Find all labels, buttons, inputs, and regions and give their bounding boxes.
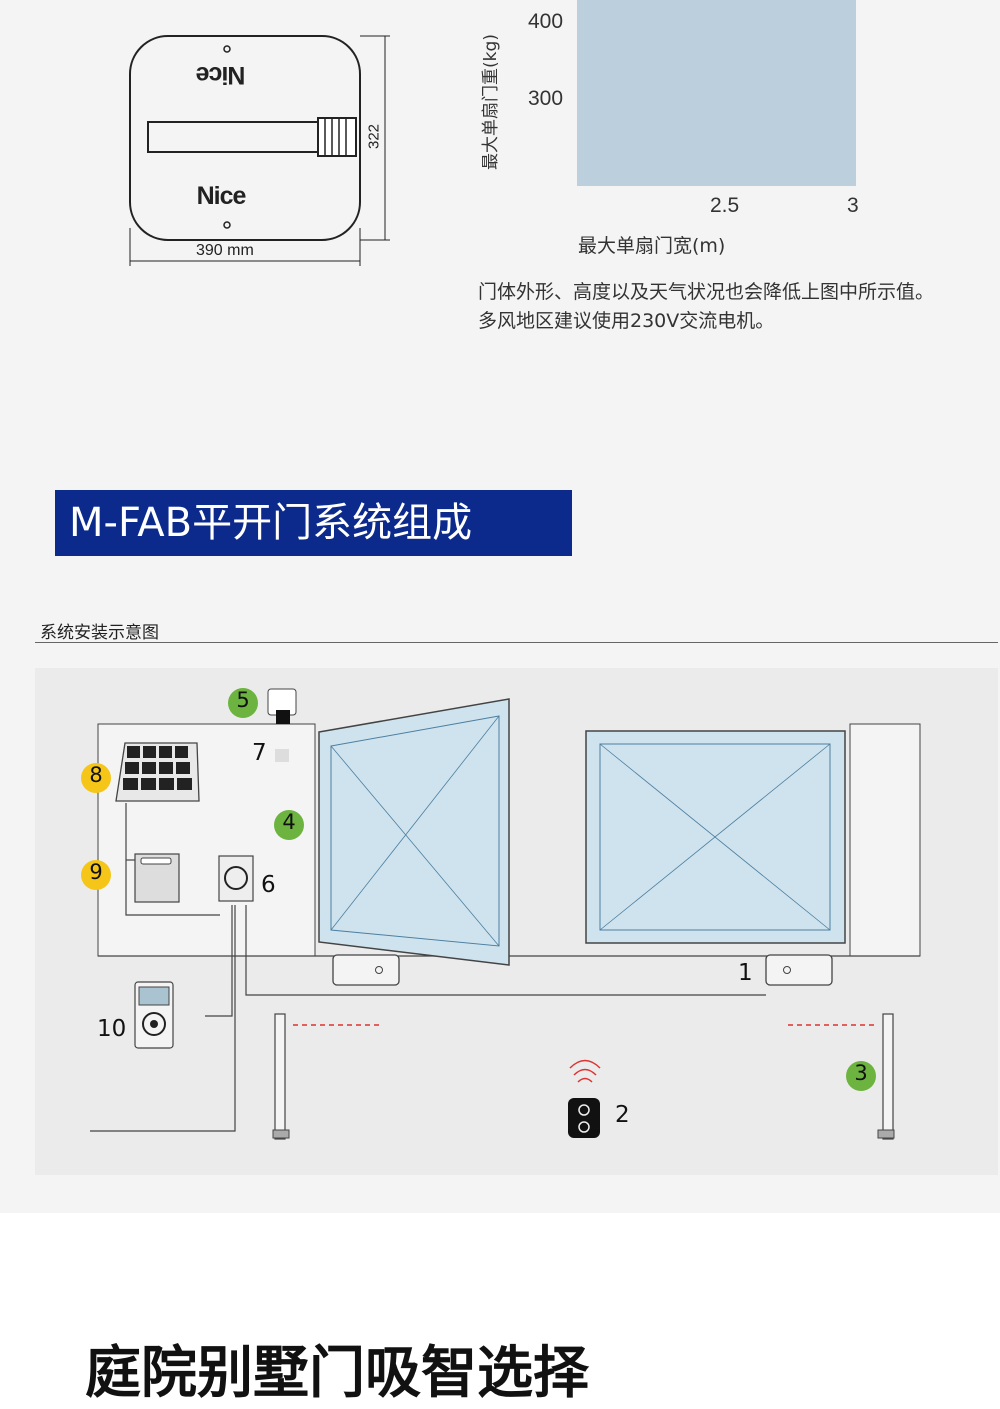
badge-5 <box>228 688 258 718</box>
ytick-300: 300 <box>528 87 564 110</box>
antenna <box>275 749 289 762</box>
motor-drawing <box>129 35 390 266</box>
label-3: 3 <box>854 1061 868 1085</box>
motor-arm-end <box>317 117 357 157</box>
note-line-1: 门体外形、高度以及天气状况也会降低上图中所示值。 <box>478 281 935 303</box>
chart-xlabel: 最大单扇门宽(m) <box>578 235 726 257</box>
photocell-post-left <box>274 1013 286 1140</box>
gate-left <box>318 698 510 966</box>
note-line-2: 多风地区建议使用230V交流电机。 <box>478 310 775 332</box>
installation-diagram <box>81 688 921 1140</box>
badge-4 <box>274 810 304 840</box>
label-10: 10 <box>97 1016 127 1042</box>
bottom-section-title: 庭院别墅门吸智选择 <box>85 1341 589 1406</box>
label-4: 4 <box>282 810 296 834</box>
remote-control <box>568 1098 600 1138</box>
xtick-3: 3 <box>847 194 859 217</box>
wall-right <box>849 723 921 957</box>
badge-8 <box>81 763 111 793</box>
label-7: 7 <box>252 740 267 766</box>
label-9: 9 <box>89 860 103 884</box>
badge-9 <box>81 860 111 890</box>
brand-logo-mirrored: Nice <box>196 61 246 89</box>
photocell-post-right <box>882 1013 894 1140</box>
motor-arm <box>147 121 319 153</box>
weight-width-chart <box>577 0 856 186</box>
badge-3 <box>846 1061 876 1091</box>
chart-ylabel: 最大单扇门重(kg) <box>481 34 501 170</box>
xtick-2-5: 2.5 <box>710 194 740 217</box>
label-1: 1 <box>738 960 753 986</box>
width-dimension-label: 390 mm <box>196 242 254 259</box>
label-5: 5 <box>236 688 250 712</box>
motor-right <box>765 954 833 986</box>
height-dimension-label: 322 <box>365 123 383 150</box>
motor-left <box>332 954 400 986</box>
label-2: 2 <box>615 1102 630 1128</box>
subtitle-rule <box>35 642 998 643</box>
screw-bottom <box>223 221 231 229</box>
ytick-400: 400 <box>528 10 564 33</box>
brand-logo: Nice <box>196 182 247 210</box>
diagram-subtitle: 系统安装示意图 <box>40 623 159 643</box>
label-8: 8 <box>89 763 103 787</box>
label-6: 6 <box>261 872 276 898</box>
screw-top <box>223 45 231 53</box>
chart-note: 门体外形、高度以及天气状况也会降低上图中所示值。 多风地区建议使用230V交流电… <box>478 278 934 336</box>
chart-area-fill <box>577 0 856 186</box>
section-title: M-FAB平开门系统组成 <box>55 490 572 556</box>
